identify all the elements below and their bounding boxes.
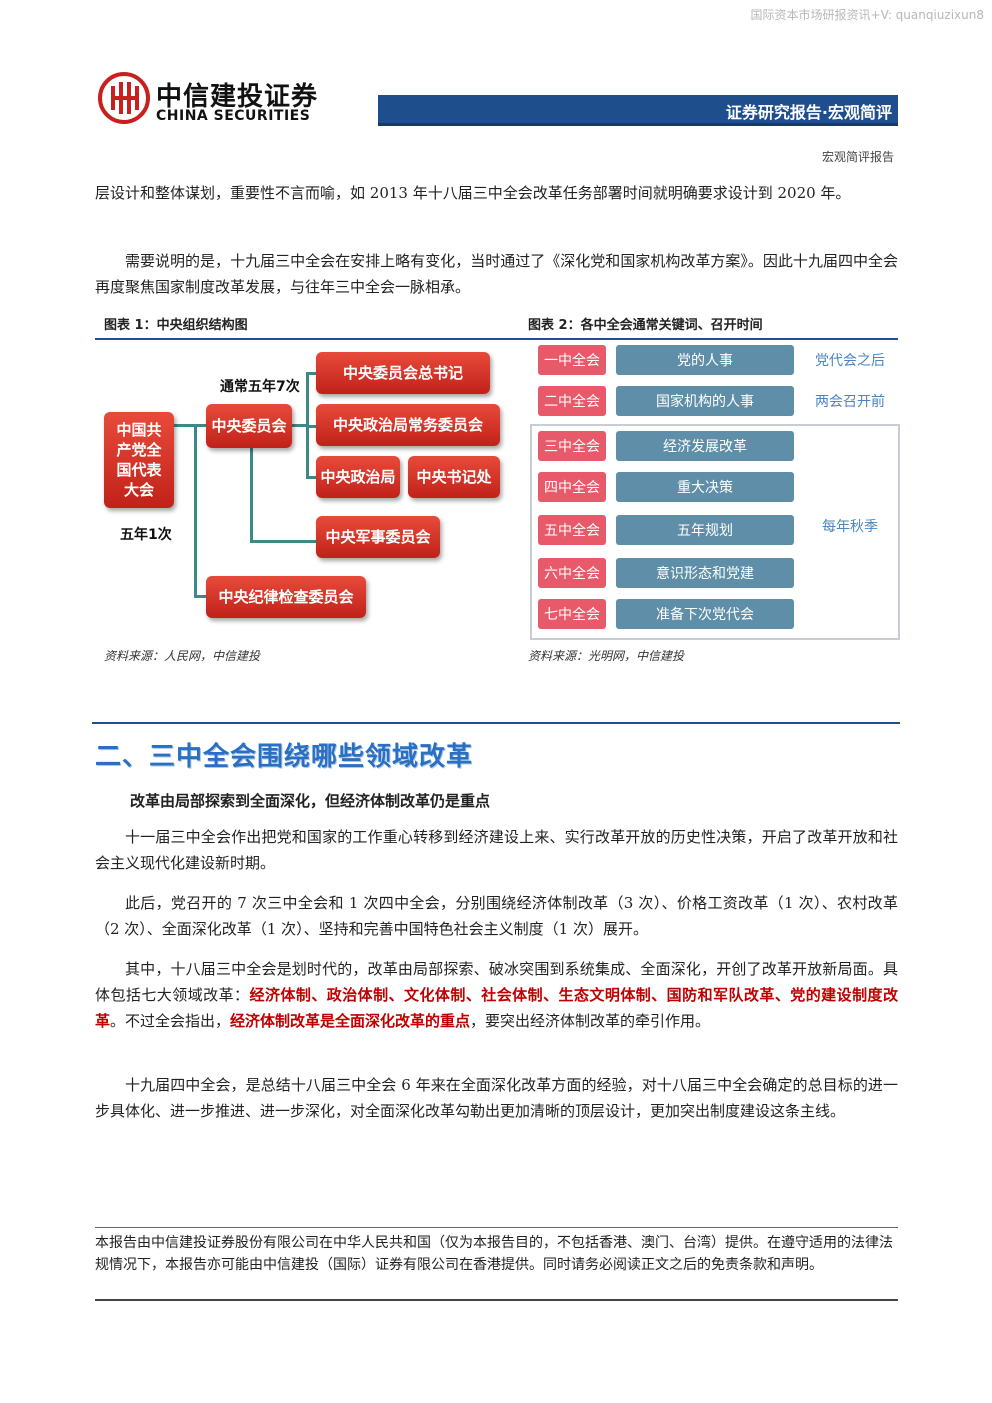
- connector-line: [290, 424, 308, 427]
- banner-text: 证券研究报告·宏观简评: [725, 103, 892, 122]
- secretariat-box: 中央书记处: [408, 456, 500, 498]
- paragraph-5-text: 。不过全会指出，: [110, 1012, 231, 1030]
- connector-line: [194, 595, 206, 598]
- session-tag: 六中全会: [538, 558, 606, 588]
- plenary-row: 三中全会 经济发展改革: [538, 431, 890, 461]
- session-keyword: 国家机构的人事: [616, 386, 794, 416]
- frequency-label: 五年1次: [120, 527, 172, 543]
- footer-rule-top: [95, 1227, 898, 1228]
- paragraph-2: 需要说明的是，十九届三中全会在安排上略有变化，当时通过了《深化党和国家机构改革方…: [95, 252, 898, 296]
- company-logo: 中信建投证券 CHINA SECURITIES: [98, 72, 318, 132]
- report-subtype: 宏观简评报告: [821, 150, 894, 164]
- plenary-row: 一中全会 党的人事 党代会之后: [538, 345, 890, 375]
- footer-rule-bottom: [95, 1299, 898, 1301]
- session-tag: 五中全会: [538, 515, 606, 545]
- figure-divider: [95, 338, 898, 340]
- military-commission-box: 中央军事委员会: [316, 516, 440, 558]
- figure-1-title: 图表 1：中央组织结构图: [104, 318, 248, 333]
- general-secretary-box: 中央委员会总书记: [316, 352, 490, 394]
- paragraph-6: 十九届四中全会，是总结十八届三中全会 6 年来在全面深化改革方面的经验，对十八届…: [95, 1076, 898, 1120]
- citic-logo-icon: [98, 72, 150, 124]
- figure-2-title: 图表 2：各中全会通常关键词、召开时间: [528, 318, 763, 333]
- paragraph-4: 此后，党召开的 7 次三中全会和 1 次四中全会，分别围绕经济体制改革（3 次）…: [95, 894, 898, 938]
- paragraph-3: 十一届三中全会作出把党和国家的工作重心转移到经济建设上来、实行改革开放的历史性决…: [95, 828, 898, 872]
- discipline-commission-box: 中央纪律检查委员会: [206, 576, 366, 618]
- section-title: 二、三中全会围绕哪些领域改革: [95, 742, 474, 772]
- central-committee-box: 中央委员会: [206, 404, 292, 448]
- report-type-banner: 证券研究报告·宏观简评: [378, 95, 898, 126]
- connector-line: [174, 424, 206, 427]
- highlight-reform-areas: 经济体制、政治体制、文化体制、社会体制、生态文明体制、国防和军队改革、党的建设制…: [95, 986, 898, 1030]
- logo-english-name: CHINA SECURITIES: [156, 108, 311, 124]
- plenary-row: 五中全会 五年规划: [538, 515, 890, 545]
- session-keyword: 重大决策: [616, 472, 794, 502]
- connector-line: [306, 425, 316, 428]
- session-keyword: 意识形态和党建: [616, 558, 794, 588]
- frequency-label: 通常五年7次: [220, 379, 300, 395]
- paragraph-5-text: 其中，十八届三中全会是划时代的，改革由局部探索、破冰突围到系统集成、全面深化，开…: [95, 960, 898, 1004]
- plenary-row: 四中全会 重大决策: [538, 472, 890, 502]
- section-subheading: 改革由局部探索到全面深化，但经济体制改革仍是重点: [130, 792, 491, 810]
- session-tag: 四中全会: [538, 472, 606, 502]
- session-keyword: 党的人事: [616, 345, 794, 375]
- session-time: 两会召开前: [815, 394, 885, 410]
- plenary-row: 六中全会 意识形态和党建: [538, 558, 890, 588]
- politburo-box: 中央政治局: [316, 456, 400, 498]
- connector-line: [250, 446, 253, 542]
- session-tag: 七中全会: [538, 599, 606, 629]
- paragraph-5: 其中，十八届三中全会是划时代的，改革由局部探索、破冰突围到系统集成、全面深化，开…: [95, 956, 898, 1034]
- congress-box: 中国共产党全国代表大会: [104, 412, 174, 508]
- session-keyword: 五年规划: [616, 515, 794, 545]
- plenary-row: 七中全会 准备下次党代会: [538, 599, 890, 629]
- highlight-economic-reform: 经济体制改革是全面深化改革的重点: [230, 1012, 471, 1030]
- paragraph-1: 层设计和整体谋划，重要性不言而喻，如 2013 年十八届三中全会改革任务部署时间…: [95, 184, 851, 202]
- standing-committee-box: 中央政治局常务委员会: [316, 404, 500, 446]
- plenary-row: 二中全会 国家机构的人事 两会召开前: [538, 386, 890, 416]
- paragraph-5-text: ，要突出经济体制改革的牵引作用。: [470, 1012, 711, 1030]
- watermark-text: 国际资本市场研报资讯+V: quanqiuzixun8: [750, 8, 984, 22]
- section-divider: [92, 722, 900, 724]
- connector-line: [306, 476, 316, 479]
- plenary-table: 一中全会 党的人事 党代会之后 二中全会 国家机构的人事 两会召开前 三中全会 …: [530, 340, 900, 640]
- session-tag: 二中全会: [538, 386, 606, 416]
- session-keyword: 经济发展改革: [616, 431, 794, 461]
- org-chart: 中国共产党全国代表大会 中央委员会 中央委员会总书记 中央政治局常务委员会 中央…: [100, 346, 500, 636]
- footer-disclaimer: 本报告由中信建投证券股份有限公司在中华人民共和国（仅为本报告目的，不包括香港、澳…: [95, 1235, 893, 1273]
- autumn-group-frame: [530, 424, 900, 640]
- figure-2-source: 资料来源：光明网，中信建投: [528, 649, 685, 663]
- session-tag: 三中全会: [538, 431, 606, 461]
- connector-line: [194, 424, 197, 596]
- session-tag: 一中全会: [538, 345, 606, 375]
- connector-line: [306, 372, 316, 375]
- logo-chinese-name: 中信建投证券: [156, 82, 319, 112]
- autumn-time-label: 每年秋季: [822, 519, 878, 535]
- figure-1-source: 资料来源：人民网，中信建投: [104, 649, 261, 663]
- session-time: 党代会之后: [815, 353, 885, 369]
- connector-line: [250, 540, 316, 543]
- session-keyword: 准备下次党代会: [616, 599, 794, 629]
